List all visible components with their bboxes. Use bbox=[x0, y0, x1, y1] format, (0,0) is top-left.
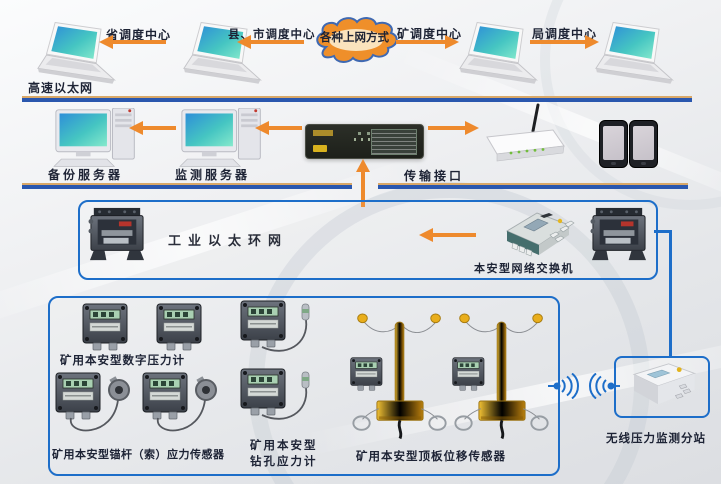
digital-pressure-gauge-2 bbox=[156, 303, 202, 351]
arrow-to-router bbox=[428, 121, 479, 135]
ring-branch-vertical bbox=[669, 230, 672, 356]
provincial-center-label: 省调度中心 bbox=[106, 28, 172, 42]
digital-pressure-gauge-1 bbox=[82, 303, 128, 351]
borehole-stress-gauge-2 bbox=[240, 368, 310, 420]
roof-displacement-sensor-2 bbox=[452, 313, 549, 440]
monitoring-server-label: 监测服务器 bbox=[175, 168, 251, 182]
rack-leds-top bbox=[358, 132, 378, 135]
rack-badge bbox=[313, 145, 327, 152]
transmission-interface-label: 传输接口 bbox=[404, 169, 465, 183]
arrow-to-ring bbox=[419, 228, 476, 242]
arrow-to-provincial bbox=[99, 35, 166, 49]
rack-logo bbox=[313, 130, 333, 136]
high-speed-ethernet-line bbox=[22, 96, 692, 102]
wireless-substation-label: 无线压力监测分站 bbox=[606, 433, 706, 445]
wireless-router bbox=[486, 103, 565, 162]
high-speed-ethernet-label: 高速以太网 bbox=[28, 81, 94, 95]
intrinsically-safe-switch-device bbox=[505, 212, 575, 257]
arrow-to-county-city bbox=[237, 35, 304, 49]
anchor-stress-sensor-1 bbox=[55, 372, 130, 432]
ethernet-line-2-right bbox=[378, 183, 688, 189]
rack-label-plate bbox=[371, 129, 417, 155]
smartphone-2 bbox=[629, 120, 658, 168]
arrow-to-backup-server bbox=[129, 121, 176, 135]
laptop-bureau bbox=[594, 20, 682, 90]
anchor-stress-sensor-label: 矿用本安型锚杆（索）应力传感器 bbox=[52, 449, 225, 461]
bureau-center-label: 局调度中心 bbox=[532, 27, 598, 41]
safe-switch-label: 本安型网络交换机 bbox=[474, 263, 574, 275]
digital-pressure-gauge-label: 矿用本安型数字压力计 bbox=[60, 355, 185, 367]
cloud-label: 各种上网方式 bbox=[320, 32, 389, 44]
borehole-gauge-label-line1: 矿用本安型 bbox=[250, 440, 318, 452]
borehole-stress-gauge-1 bbox=[240, 300, 310, 352]
industrial-ring-label: 工业以太环网 bbox=[168, 233, 289, 248]
arrow-to-mine bbox=[396, 35, 459, 49]
ethernet-line-2-left bbox=[22, 183, 352, 189]
arrow-up-to-transmission bbox=[356, 159, 370, 207]
wireless-link-icon bbox=[548, 373, 620, 399]
internet-cloud bbox=[316, 17, 398, 63]
mine-substation-device-right bbox=[590, 206, 648, 262]
transmission-interface-device bbox=[305, 124, 424, 159]
roof-displacement-sensor-label: 矿用本安型顶板位移传感器 bbox=[356, 451, 506, 463]
arrow-to-monitoring-server bbox=[255, 121, 302, 135]
wireless-substation-device bbox=[632, 363, 697, 405]
roof-displacement-sensor-1 bbox=[350, 313, 447, 440]
mine-substation-device-left bbox=[88, 206, 146, 262]
smartphone-1 bbox=[599, 120, 628, 168]
backup-server-computer bbox=[52, 108, 140, 170]
ring-branch-stub bbox=[654, 230, 671, 233]
backup-server-label: 备份服务器 bbox=[48, 168, 124, 182]
monitoring-server-computer bbox=[178, 108, 266, 170]
anchor-stress-sensor-2 bbox=[142, 372, 217, 432]
arrow-to-bureau bbox=[530, 35, 599, 49]
borehole-gauge-label-line2: 钻孔应力计 bbox=[250, 456, 318, 468]
